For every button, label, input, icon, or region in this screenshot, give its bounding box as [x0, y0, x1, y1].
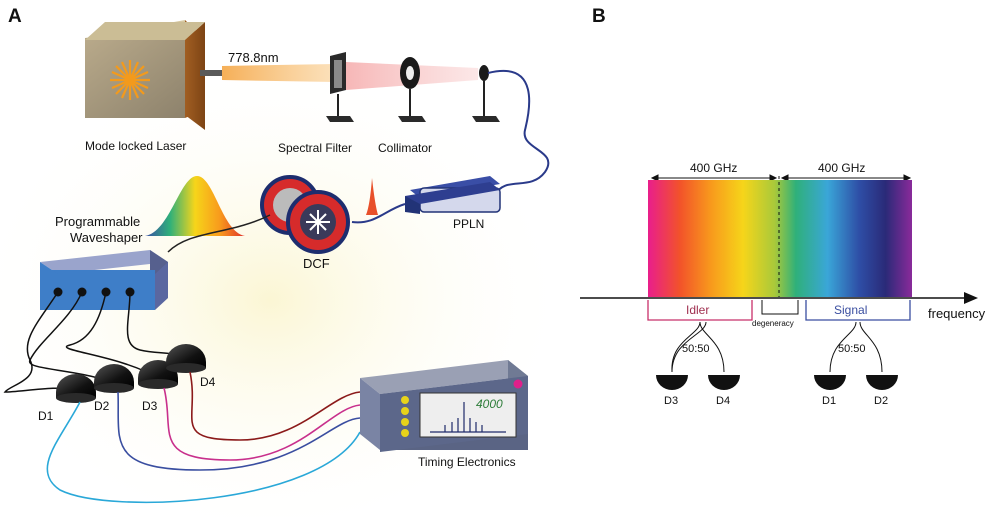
signal-bracket: [805, 300, 911, 321]
laser-label: Mode locked Laser: [85, 139, 186, 153]
bandwidth-arrow-left: [650, 174, 778, 182]
signal-label: Signal: [834, 303, 867, 317]
pulse-icon: [366, 178, 378, 215]
waveshaper-box: [40, 250, 168, 310]
bandwidth-arrow-right: [780, 174, 912, 182]
spectrum-band: [648, 180, 912, 297]
timing-label: Timing Electronics: [418, 455, 516, 469]
splitter-left-label: 50:50: [682, 343, 710, 355]
collimator: [398, 57, 426, 122]
timing-electronics-box: [360, 360, 528, 452]
detector-b-d1: [814, 375, 846, 390]
bandwidth-left-label: 400 GHz: [690, 161, 737, 175]
fiber-to-waveshaper: [167, 214, 271, 253]
collimator-label: Collimator: [378, 141, 432, 155]
laser-burst-icon: [110, 60, 150, 100]
filter-label: Spectral Filter: [278, 141, 352, 155]
idler-bracket: [647, 300, 753, 321]
detector-b-label-d4: D4: [716, 395, 730, 407]
spectrum-bump: [145, 176, 245, 236]
splitter-right-label: 50:50: [838, 343, 866, 355]
fiber-to-dcf: [351, 203, 406, 224]
frequency-label: frequency: [928, 306, 986, 321]
idler-label: Idler: [686, 303, 709, 317]
detector-b-label-d3: D3: [664, 395, 678, 407]
detector-b-label-d2: D2: [874, 395, 888, 407]
histogram-display: [430, 402, 506, 433]
axis-arrowhead: [964, 292, 978, 304]
panel-a-letter: A: [8, 6, 22, 27]
detector-b-d4: [708, 375, 740, 390]
degeneracy-label: degeneracy: [752, 319, 794, 328]
detector-d4: [166, 344, 206, 373]
detector-b-d3: [656, 375, 688, 390]
bandwidth-right-label: 400 GHz: [818, 161, 865, 175]
detector-label-d2: D2: [94, 399, 110, 413]
fiber-to-ppln: [487, 70, 550, 196]
dcf-label: DCF: [303, 256, 330, 271]
fiber-coupler: [472, 65, 500, 122]
detector-cables: [46, 371, 361, 504]
splitter-right: [829, 321, 883, 373]
panel-b-letter: B: [592, 6, 606, 27]
detector-d1: [56, 374, 96, 403]
splitter-left: [671, 321, 725, 373]
laser-nozzle: [200, 70, 222, 76]
detector-b-label-d1: D1: [822, 395, 836, 407]
ppln-crystal: [405, 176, 501, 214]
spectral-filter: [326, 52, 354, 122]
degeneracy-bracket: [761, 300, 799, 315]
dcf-spool: [260, 175, 350, 254]
detector-label-d3: D3: [142, 399, 158, 413]
detector-d2: [94, 364, 134, 393]
ppln-label: PPLN: [453, 217, 484, 231]
waveshaper-label: Programmable Waveshaper: [55, 214, 144, 245]
detector-label-d4: D4: [200, 375, 216, 389]
laser-box: [85, 20, 205, 130]
pump-beam: [222, 64, 335, 82]
detector-b-d2: [866, 375, 898, 390]
counter-value: 4000: [476, 397, 503, 411]
detector-label-d1: D1: [38, 409, 54, 423]
wavelength-label: 778.8nm: [228, 50, 279, 65]
